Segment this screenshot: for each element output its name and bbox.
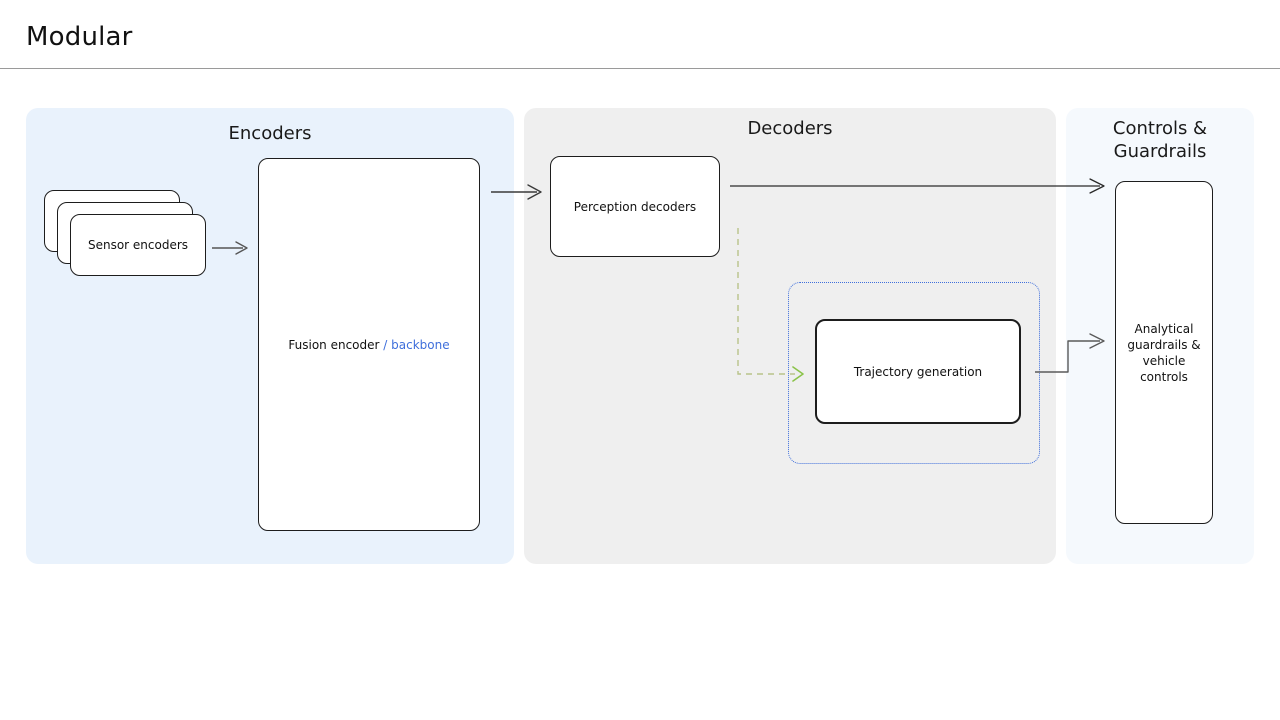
node-perception-decoders[interactable]: Perception decoders xyxy=(550,156,720,257)
trajectory-generation-label: Trajectory generation xyxy=(853,364,983,379)
panel-controls-title-line-2: Guardrails xyxy=(1113,141,1207,162)
node-trajectory-generation[interactable]: Trajectory generation xyxy=(815,319,1021,424)
fusion-encoder-label-main: Fusion encoder xyxy=(288,337,380,352)
guardrails-label-line-1: Analytical xyxy=(1134,321,1194,336)
guardrails-label-line-2: guardrails & xyxy=(1127,337,1201,352)
page-title: Modular xyxy=(26,22,133,52)
panel-decoders-title: Decoders xyxy=(747,118,833,139)
panel-controls-title: Controls & Guardrails xyxy=(1066,117,1254,163)
sensor-encoder-card-front[interactable]: Sensor encoders xyxy=(70,214,206,276)
sensor-encoders-stack[interactable]: Sensor encoders xyxy=(44,190,220,286)
guardrails-label-line-4: controls xyxy=(1140,369,1188,384)
node-fusion-encoder[interactable]: Fusion encoder / backbone xyxy=(258,158,480,531)
guardrails-label-line-3: vehicle xyxy=(1142,353,1186,368)
node-analytical-guardrails[interactable]: Analytical guardrails & vehicle controls xyxy=(1115,181,1213,524)
panel-controls-title-line-1: Controls & xyxy=(1112,118,1208,139)
fusion-encoder-label: Fusion encoder / backbone xyxy=(282,337,455,353)
perception-decoders-label: Perception decoders xyxy=(573,199,697,214)
app-header: Modular xyxy=(0,0,1280,69)
fusion-encoder-label-accent: / backbone xyxy=(383,337,450,352)
panel-encoders-title: Encoders xyxy=(228,123,312,144)
sensor-encoders-label: Sensor encoders xyxy=(87,238,189,252)
guardrails-label: Analytical guardrails & vehicle controls xyxy=(1121,321,1206,385)
